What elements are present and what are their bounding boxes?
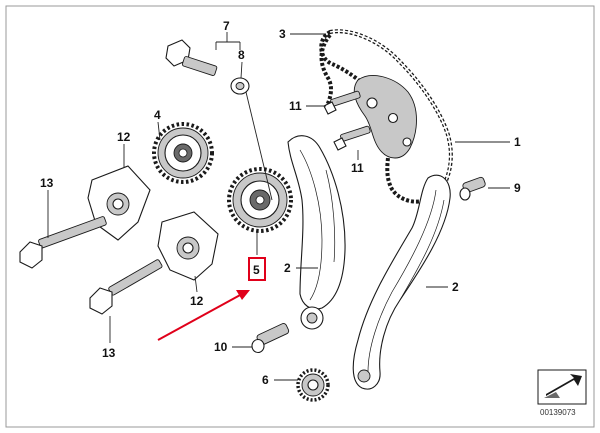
camshaft-sprocket-intake: [227, 167, 293, 233]
callout-8: 8: [238, 48, 245, 62]
cover-plate-12-lower: [157, 211, 219, 281]
callout-13-upper: 13: [40, 176, 54, 190]
diagram-border: [5, 5, 595, 428]
callout-3: 3: [279, 27, 286, 41]
pin-10: [251, 323, 290, 354]
upper-chain-guide-bracket: [353, 75, 417, 159]
callout-12-upper: 12: [117, 130, 131, 144]
callout-9: 9: [514, 181, 521, 195]
callout-5: 5: [253, 263, 260, 277]
callout-2-right: 2: [452, 280, 459, 294]
crankshaft-sprocket: [296, 368, 330, 402]
callout-10: 10: [214, 340, 228, 354]
highlight-box: [248, 257, 266, 281]
callout-13-lower: 13: [102, 346, 116, 360]
document-number: 00139073: [540, 408, 576, 417]
washer-8: [230, 77, 250, 95]
bolt-13-upper: [19, 216, 107, 269]
callout-11-upper: 11: [289, 99, 302, 113]
callout-1: 1: [514, 135, 521, 149]
callout-6: 6: [262, 373, 269, 387]
highlight-arrow: [157, 290, 250, 341]
screw-11-lower: [333, 125, 371, 151]
bolt-13-lower: [89, 259, 163, 315]
folded-arrow-icon: [537, 369, 587, 405]
cover-plate-12-upper: [87, 165, 151, 241]
camshaft-sprocket-exhaust: [152, 122, 214, 184]
screw-11-upper: [323, 90, 361, 115]
callout-2-left: 2: [284, 261, 291, 275]
tensioning-rail: [287, 135, 346, 330]
timing-chain: [319, 29, 453, 204]
guide-rail: [352, 174, 451, 390]
callout-12-lower: 12: [190, 294, 204, 308]
pin-9: [459, 176, 486, 201]
callout-4: 4: [154, 108, 161, 122]
leader-lines: [47, 32, 510, 381]
bolt-7: [165, 39, 218, 76]
callout-7: 7: [223, 19, 230, 33]
callout-11-lower: 11: [351, 161, 364, 175]
